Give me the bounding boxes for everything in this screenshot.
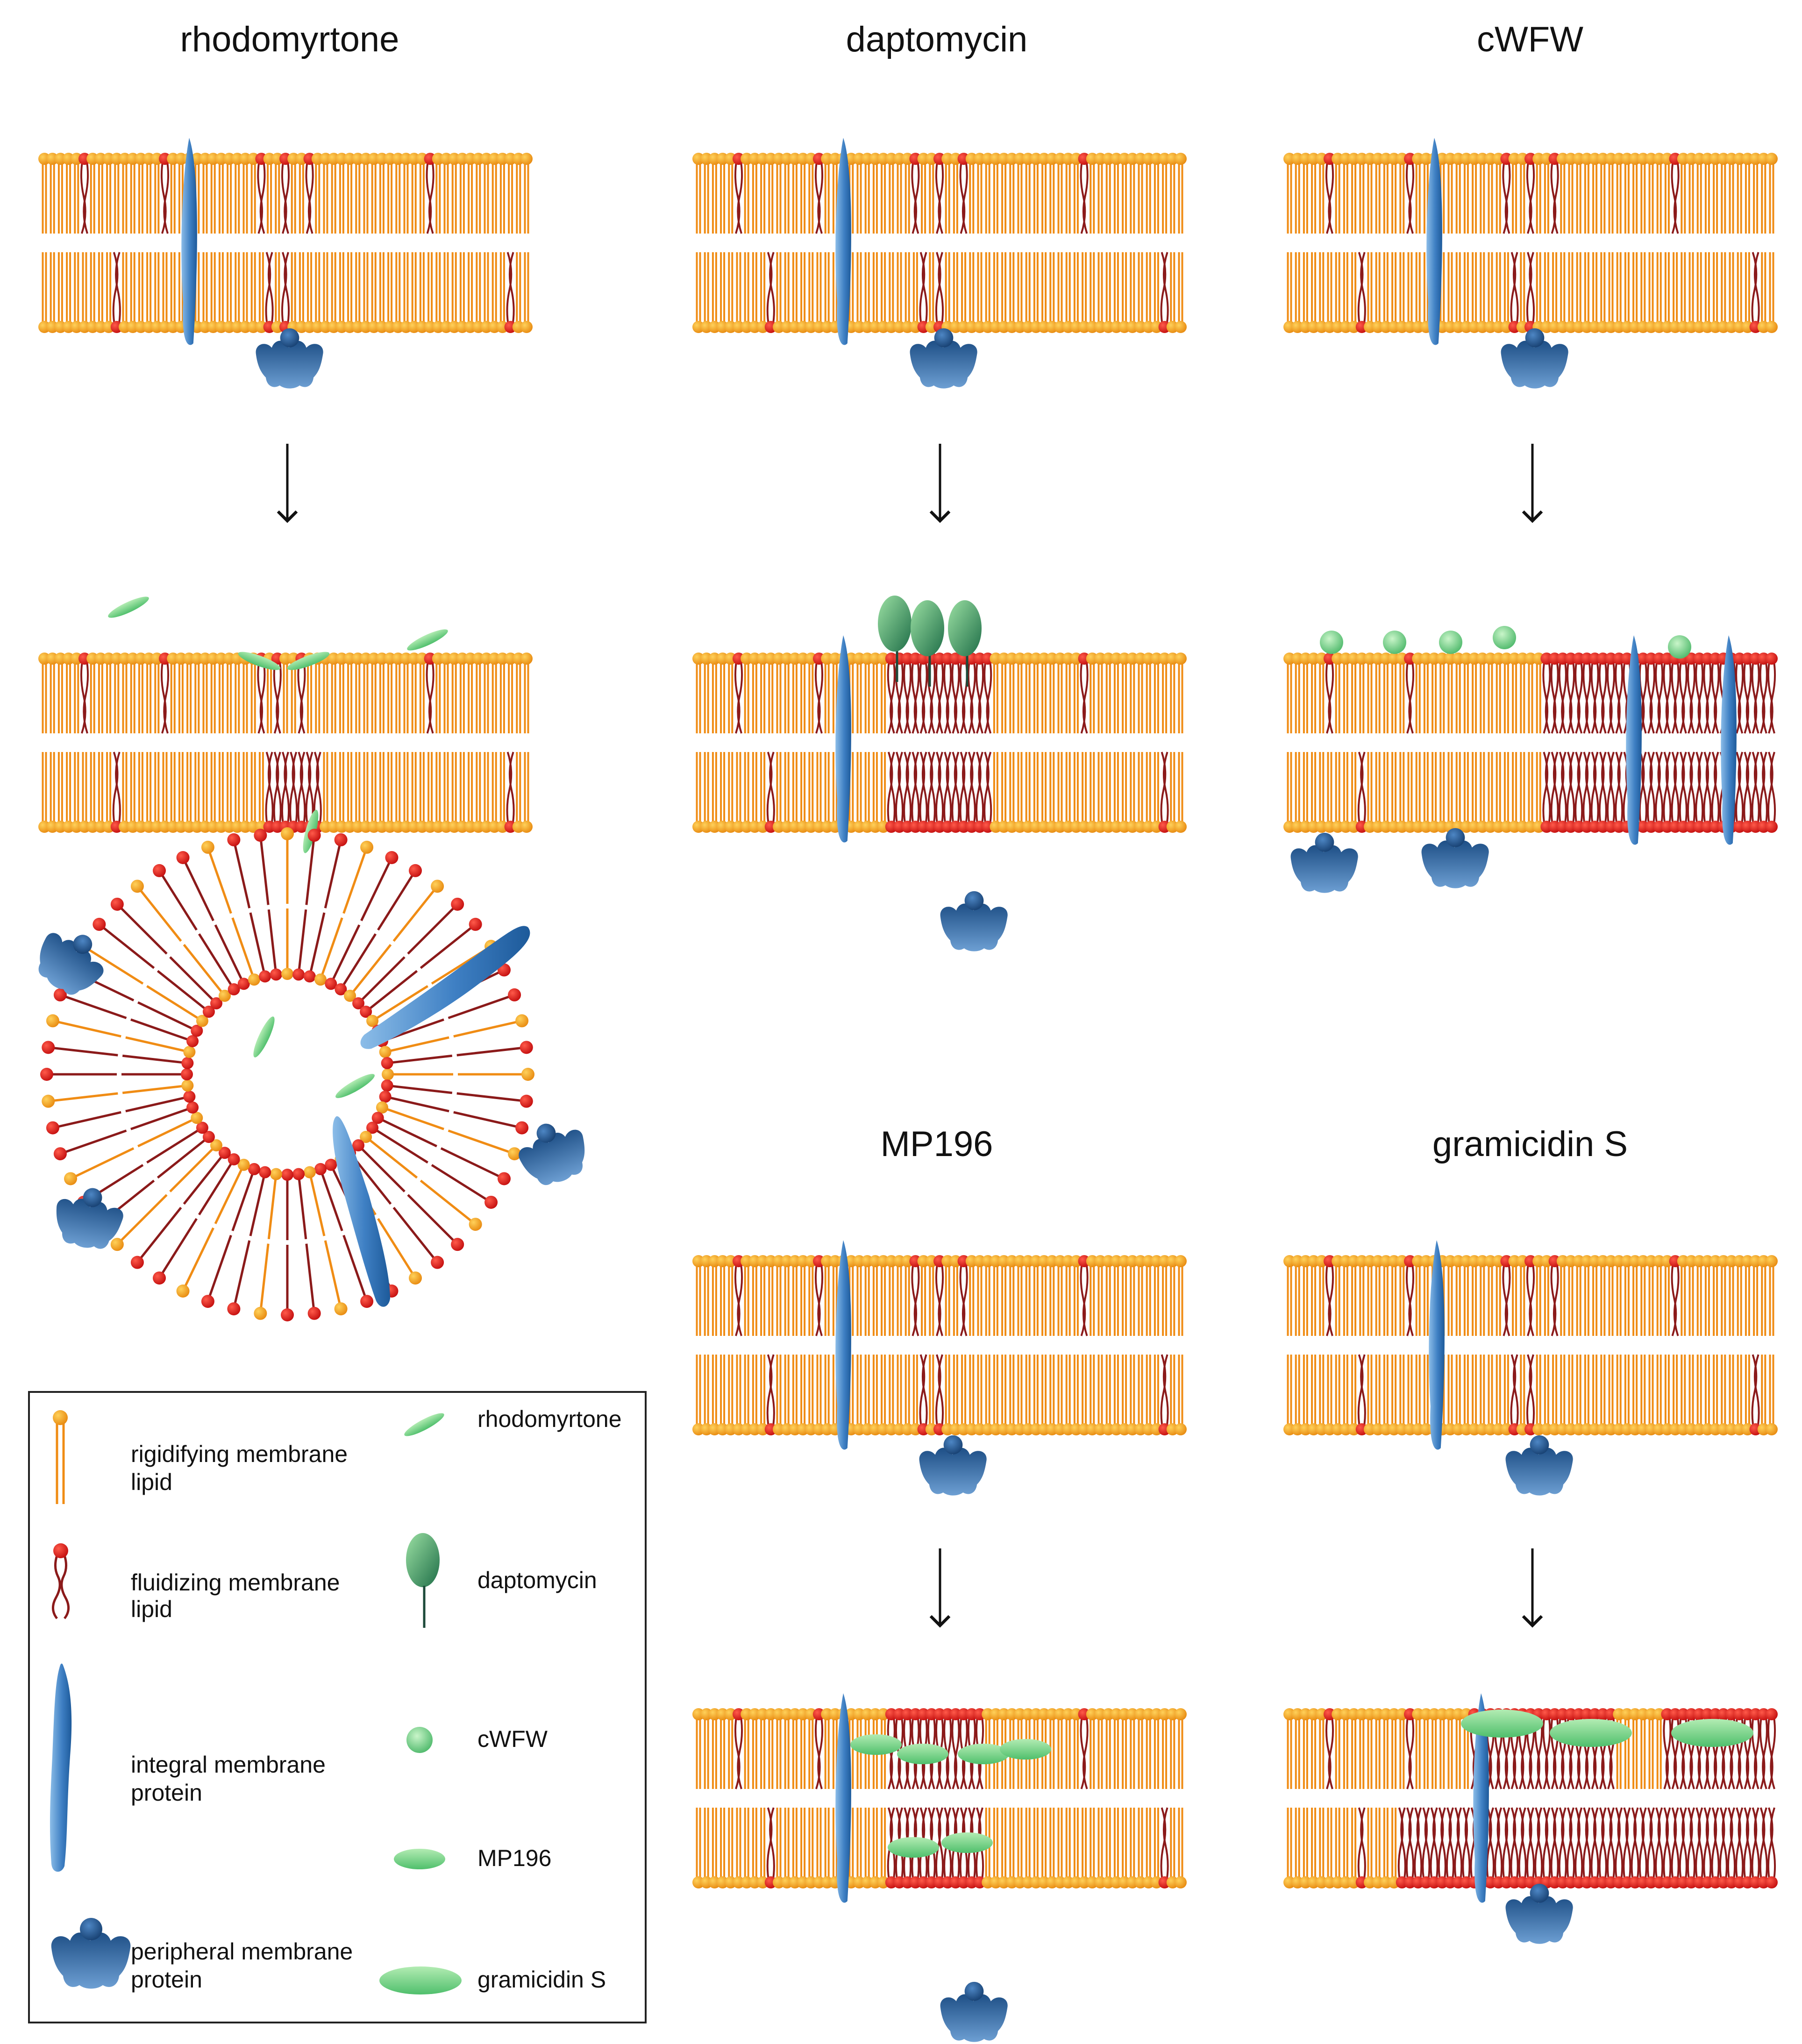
- mp196-icon: [850, 1734, 902, 1755]
- membrane-gramicidin-s-after: [1283, 1693, 1778, 1944]
- integral-protein-icon: [835, 1240, 851, 1450]
- membrane-daptomycin-initial: [692, 138, 1187, 389]
- membrane-layer: [38, 138, 1778, 2042]
- membrane-daptomycin-after: [692, 596, 1187, 951]
- peripheral-protein-icon: [1505, 1435, 1573, 1496]
- rigid-lipid-icon: [53, 1410, 68, 1504]
- integral-protein-icon: [1473, 1693, 1489, 1903]
- integral-protein-icon: [1626, 635, 1642, 845]
- peripheral-protein-icon: [56, 1188, 123, 1249]
- cwfw-icon: [1439, 631, 1462, 654]
- peripheral-protein-icon: [940, 1981, 1008, 2042]
- integral-protein-icon: [835, 1693, 851, 1903]
- legend-rigid-line1: rigidifying membrane: [131, 1441, 348, 1467]
- rhodomyrtone-icon: [335, 1074, 375, 1098]
- rhodomyrtone-icon: [253, 1016, 275, 1057]
- daptomycin-icon: [878, 596, 912, 652]
- cwfw-icon: [1383, 631, 1406, 654]
- rhodomyrtone-icon: [108, 596, 149, 618]
- legend-rigid-line2: lipid: [131, 1469, 172, 1495]
- membrane-gramicidin-s-initial: [1283, 1240, 1778, 1496]
- legend-rhodomyrtone: rhodomyrtone: [477, 1406, 622, 1432]
- gramicidin-s-icon: [1671, 1719, 1753, 1747]
- fluid-lipid-icon: [52, 1543, 70, 1619]
- integral-protein-icon: [1429, 1240, 1445, 1450]
- integral-protein-icon: [360, 926, 530, 1049]
- integral-protein-icon: [50, 1663, 72, 1872]
- peripheral-protein-icon: [1290, 832, 1358, 893]
- integral-protein-icon: [1721, 635, 1737, 845]
- daptomycin-icon: [406, 1533, 440, 1628]
- membrane-cwfw-initial: [1283, 138, 1778, 389]
- title-gramicidin-s: gramicidin S: [1432, 1124, 1628, 1164]
- legend-daptomycin: daptomycin: [477, 1567, 597, 1593]
- mp196-icon: [897, 1744, 948, 1764]
- peripheral-protein-icon: [919, 1435, 987, 1496]
- legend-integral-line2: protein: [131, 1780, 202, 1806]
- integral-protein-icon: [835, 635, 851, 843]
- title-mp196: MP196: [881, 1124, 993, 1164]
- membrane-rhodomyrtone-initial: [38, 138, 533, 389]
- peripheral-protein-icon: [1505, 1883, 1573, 1944]
- membrane-cwfw-after: [1283, 626, 1778, 893]
- legend-box: [28, 1391, 647, 2023]
- mp196-icon: [888, 1837, 939, 1858]
- cwfw-icon: [1668, 635, 1691, 659]
- integral-protein-icon: [1426, 138, 1442, 345]
- rhodomyrtone-icon: [407, 629, 448, 651]
- mp196-icon: [941, 1832, 993, 1853]
- peripheral-protein-icon: [38, 933, 104, 995]
- title-rhodomyrtone: rhodomyrtone: [180, 20, 399, 59]
- cwfw-icon: [406, 1727, 433, 1753]
- gramicidin-s-icon: [379, 1966, 462, 1994]
- membrane-rhodomyrtone-after: [38, 596, 533, 853]
- cwfw-icon: [1320, 631, 1343, 654]
- legend-peripheral-line2: protein: [131, 1966, 202, 1993]
- gramicidin-s-icon: [1461, 1710, 1543, 1738]
- membrane-mp196-after: [692, 1693, 1187, 2042]
- peripheral-protein-icon: [51, 1918, 131, 1989]
- membrane-mp196-initial: [692, 1240, 1187, 1496]
- rhodomyrtone-icon: [404, 1413, 444, 1436]
- daptomycin-icon: [911, 600, 944, 656]
- integral-protein-icon: [333, 1116, 390, 1307]
- vesicle: [38, 827, 585, 1321]
- rhodomyrtone-icon: [238, 652, 281, 670]
- legend-fluid-line1: fluidizing membrane: [131, 1569, 340, 1596]
- legend-mp196: MP196: [477, 1845, 551, 1871]
- peripheral-protein-icon: [910, 328, 977, 389]
- mp196-icon: [958, 1744, 1009, 1764]
- gramicidin-s-icon: [1550, 1719, 1632, 1747]
- cwfw-icon: [1493, 626, 1516, 649]
- legend-integral-line1: integral membrane: [131, 1752, 326, 1778]
- legend-cwfw: cWFW: [477, 1726, 548, 1752]
- peripheral-protein-icon: [940, 891, 1008, 951]
- process-arrows: [277, 444, 1543, 1628]
- peripheral-protein-icon: [519, 1123, 585, 1185]
- legend-peripheral-line1: peripheral membrane: [131, 1938, 353, 1965]
- legend-gramicidin-s: gramicidin S: [477, 1966, 606, 1993]
- peripheral-protein-icon: [256, 328, 323, 389]
- mp196-icon: [1000, 1739, 1051, 1760]
- legend-fluid-line2: lipid: [131, 1596, 172, 1622]
- title-daptomycin: daptomycin: [846, 20, 1028, 59]
- legend: rigidifying membrane lipid fluidizing me…: [28, 1391, 647, 2023]
- title-cwfw: cWFW: [1477, 20, 1583, 59]
- integral-protein-icon: [835, 138, 851, 345]
- integral-protein-icon: [181, 138, 197, 345]
- peripheral-protein-icon: [1501, 328, 1568, 389]
- mp196-icon: [394, 1849, 445, 1869]
- daptomycin-icon: [948, 600, 982, 656]
- peripheral-protein-icon: [1421, 828, 1489, 888]
- rhodomyrtone-icon: [287, 652, 330, 670]
